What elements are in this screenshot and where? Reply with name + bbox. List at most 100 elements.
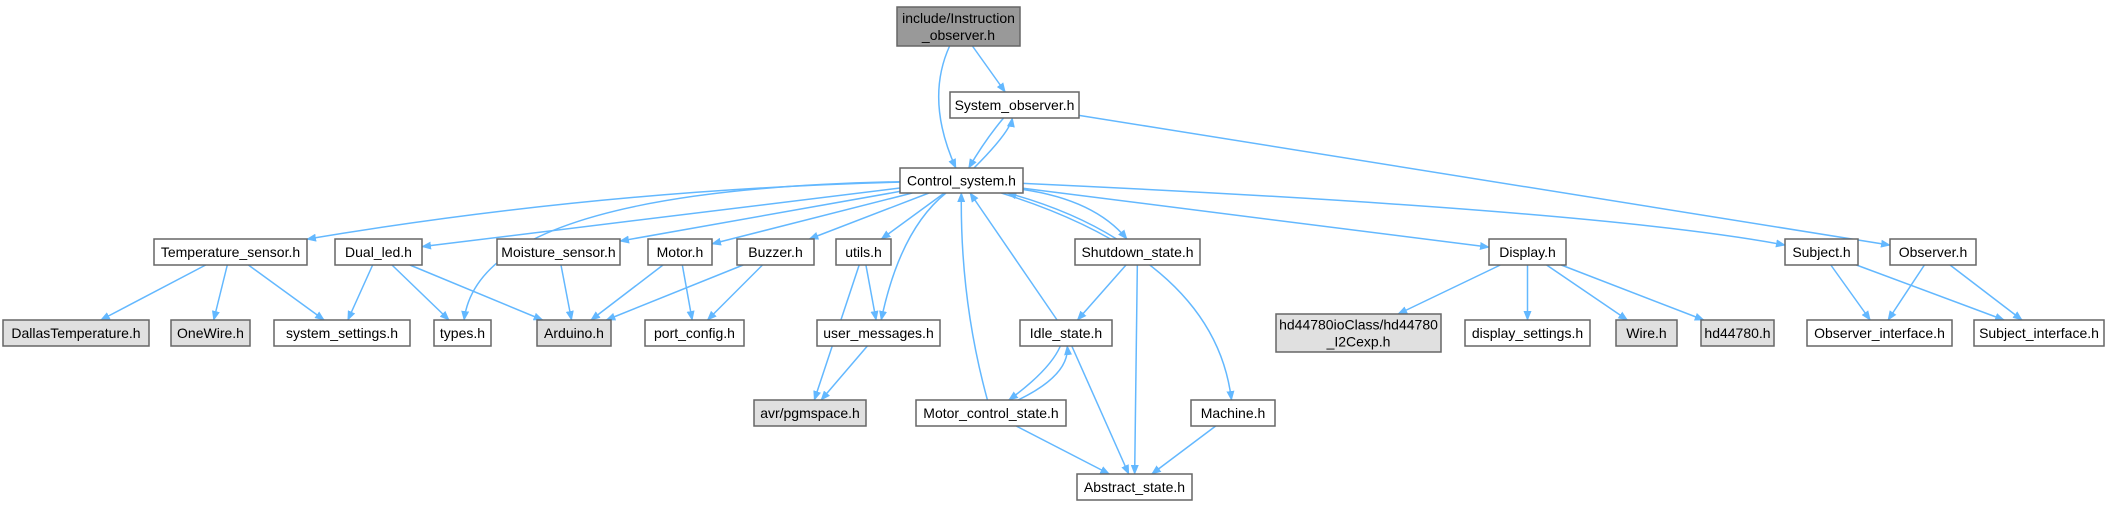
node-box xyxy=(273,319,411,347)
node-box xyxy=(915,399,1067,427)
node-shutdown-state[interactable]: Shutdown_state.h xyxy=(1074,238,1201,266)
node-box xyxy=(896,6,1021,47)
node-motor-control-state[interactable]: Motor_control_state.h xyxy=(915,399,1067,427)
node-subject-interface[interactable]: Subject_interface.h xyxy=(1973,319,2105,347)
node-wire[interactable]: Wire.h xyxy=(1615,319,1678,347)
node-arduino[interactable]: Arduino.h xyxy=(536,319,612,347)
node-label: Dual_led.h xyxy=(345,244,412,260)
node-box xyxy=(736,238,815,266)
edge-shutdown-state-to-idle-state xyxy=(1076,264,1127,321)
node-observer[interactable]: Observer.h xyxy=(1889,238,1977,266)
edge-utils-to-user-messages xyxy=(865,264,879,321)
edge-buzzer-to-arduino xyxy=(605,264,744,321)
node-label: Subject.h xyxy=(1792,244,1850,260)
edge-control-system-to-machine xyxy=(1001,192,1235,401)
edge-machine-to-abstract-state xyxy=(1151,425,1217,475)
node-box xyxy=(835,238,892,266)
node-box xyxy=(1275,313,1442,353)
node-control-system[interactable]: Control_system.h xyxy=(899,167,1024,194)
node-label: Moisture_sensor.h xyxy=(501,244,615,260)
edge-observer-to-subject-interface xyxy=(1949,264,2023,321)
edge-idle-state-to-motor-control-state xyxy=(1008,345,1062,401)
node-hd44780[interactable]: hd44780.h xyxy=(1700,319,1775,347)
node-system-observer[interactable]: System_observer.h xyxy=(949,91,1080,119)
node-label: port_config.h xyxy=(654,325,735,341)
node-observer-interface[interactable]: Observer_interface.h xyxy=(1806,319,1953,347)
node-label: display_settings.h xyxy=(1472,325,1583,341)
edge-system-observer-to-control-system xyxy=(968,117,1005,169)
node-types[interactable]: types.h xyxy=(433,319,492,347)
node-subject[interactable]: Subject.h xyxy=(1784,238,1859,266)
edge-control-system-to-shutdown-state xyxy=(1022,188,1128,240)
node-abstract-state[interactable]: Abstract_state.h xyxy=(1076,473,1193,501)
node-box xyxy=(1190,399,1276,427)
nodes-layer: include/Instruction_observer.hSystem_obs… xyxy=(2,6,2105,501)
node-onewire[interactable]: OneWire.h xyxy=(170,319,251,347)
node-box xyxy=(1076,473,1193,501)
node-buzzer[interactable]: Buzzer.h xyxy=(736,238,815,266)
node-port-config[interactable]: port_config.h xyxy=(644,319,745,347)
node-box xyxy=(2,319,150,347)
edge-idle-state-to-abstract-state xyxy=(1071,345,1130,475)
node-label: avr/pgmspace.h xyxy=(760,405,860,421)
node-box xyxy=(1973,319,2105,347)
node-utils[interactable]: utils.h xyxy=(835,238,892,266)
node-box xyxy=(1806,319,1953,347)
node-box xyxy=(1700,319,1775,347)
node-hd44780ioclass[interactable]: hd44780ioClass/hd44780_I2Cexp.h xyxy=(1275,313,1442,353)
node-box xyxy=(1019,319,1113,347)
node-box xyxy=(1488,238,1567,266)
node-idle-state[interactable]: Idle_state.h xyxy=(1019,319,1113,347)
edge-subject-to-observer-interface xyxy=(1830,264,1871,321)
node-user-messages[interactable]: user_messages.h xyxy=(816,319,941,347)
node-display-settings[interactable]: display_settings.h xyxy=(1464,319,1591,347)
node-dual-led[interactable]: Dual_led.h xyxy=(334,238,423,266)
node-system-settings[interactable]: system_settings.h xyxy=(273,319,411,347)
edge-temperature-sensor-to-dallas-temperature xyxy=(99,264,207,321)
edge-user-messages-to-avr-pgmspace xyxy=(820,345,868,401)
edge-control-system-to-types xyxy=(461,180,901,321)
node-dallas-temperature[interactable]: DallasTemperature.h xyxy=(2,319,150,347)
node-label: Motor.h xyxy=(657,244,704,260)
edge-system-observer-to-observer xyxy=(1078,114,1891,248)
node-label: Motor_control_state.h xyxy=(923,405,1058,421)
node-label: hd44780.h xyxy=(1704,325,1770,341)
edge-root-to-system-observer xyxy=(971,45,1006,93)
node-box xyxy=(647,238,713,266)
edge-observer-to-observer-interface xyxy=(1887,264,1926,321)
edge-dual-led-to-arduino xyxy=(409,264,544,321)
node-machine[interactable]: Machine.h xyxy=(1190,399,1276,427)
node-box xyxy=(433,319,492,347)
node-moisture-sensor[interactable]: Moisture_sensor.h xyxy=(496,238,621,266)
node-label: Temperature_sensor.h xyxy=(161,244,300,260)
node-display[interactable]: Display.h xyxy=(1488,238,1567,266)
edge-motor-control-state-to-idle-state xyxy=(1017,345,1073,401)
edge-display-to-wire xyxy=(1546,264,1629,321)
edges-layer xyxy=(99,45,2023,475)
node-box xyxy=(899,167,1024,194)
edge-motor-control-state-to-control-system xyxy=(957,192,989,401)
node-box xyxy=(496,238,621,266)
node-label: Subject_interface.h xyxy=(1979,325,2099,341)
node-label: _I2Cexp.h xyxy=(1326,334,1391,350)
node-box xyxy=(949,91,1080,119)
edge-dual-led-to-system-settings xyxy=(347,264,374,321)
edge-control-system-to-dual-led xyxy=(421,187,901,250)
node-label: Arduino.h xyxy=(544,325,604,341)
node-temperature-sensor[interactable]: Temperature_sensor.h xyxy=(153,238,308,266)
edge-buzzer-to-port-config xyxy=(706,264,764,321)
edge-subject-to-subject-interface xyxy=(1856,264,2006,321)
node-label: Machine.h xyxy=(1201,405,1266,421)
node-label: types.h xyxy=(440,325,485,341)
node-motor[interactable]: Motor.h xyxy=(647,238,713,266)
node-label: user_messages.h xyxy=(823,325,934,341)
node-root[interactable]: include/Instruction_observer.h xyxy=(896,6,1021,47)
node-avr-pgmspace[interactable]: avr/pgmspace.h xyxy=(753,399,867,427)
edge-moisture-sensor-to-arduino xyxy=(560,264,574,321)
node-label: Shutdown_state.h xyxy=(1081,244,1193,260)
node-box xyxy=(1784,238,1859,266)
node-label: utils.h xyxy=(845,244,882,260)
edge-control-system-to-user-messages xyxy=(879,192,947,321)
node-label: Wire.h xyxy=(1626,325,1666,341)
node-box xyxy=(644,319,745,347)
